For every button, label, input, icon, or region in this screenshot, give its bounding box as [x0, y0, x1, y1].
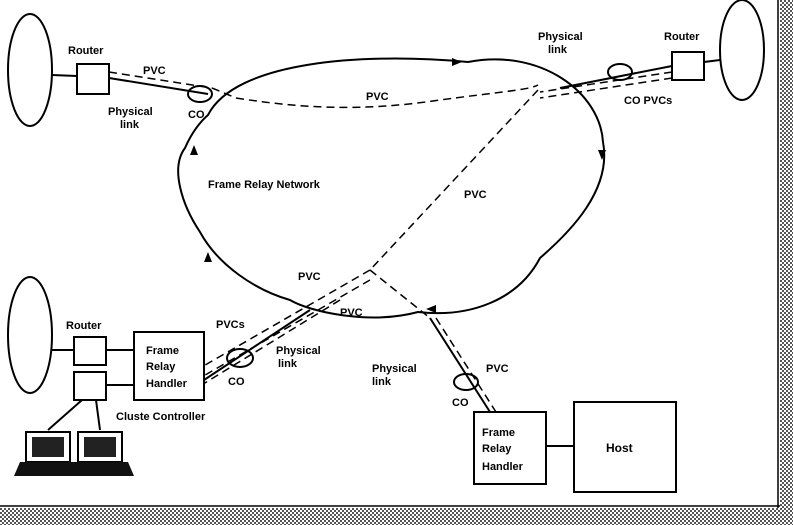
co-top-left	[187, 85, 213, 103]
lan-router-link-tr	[703, 59, 721, 63]
pvc-lower-c	[199, 299, 341, 387]
pvc-bm-label: PVC	[486, 363, 509, 375]
pvc-line-tr-b	[539, 77, 673, 99]
pvc-tl-label: PVC	[143, 65, 166, 77]
frh-bl-label-1: Frame	[146, 345, 179, 357]
lan-router-link-tl	[51, 74, 78, 77]
pvc-line-bm	[435, 317, 497, 413]
physical-bl-label-1: Physical	[276, 345, 321, 357]
frame-relay-cloud	[177, 57, 606, 319]
frame-relay-handler-right	[473, 411, 547, 485]
frame-border-right	[780, 0, 793, 525]
network-name-label: Frame Relay Network	[208, 179, 321, 191]
pvc-lower-a	[199, 269, 371, 369]
router-top-right	[671, 51, 705, 81]
frame-relay-handler-left	[133, 331, 205, 401]
physical-link-bm	[429, 317, 491, 413]
host-label: Host	[606, 441, 633, 455]
cloud-arrow-bottom	[426, 305, 436, 313]
physical-tr-label-1: Physical	[538, 31, 583, 43]
pvc-center-top-label: PVC	[366, 91, 389, 103]
pvc-top-cross	[235, 84, 539, 109]
frh-bl-label-2: Relay	[146, 361, 176, 373]
physical-bm-label-2: link	[372, 376, 392, 388]
co-pvcs-tr-label: CO PVCs	[624, 95, 672, 107]
physical-link-bl	[203, 309, 311, 381]
pvc-lower-2-label: PVC	[340, 307, 363, 319]
physical-tr-label-2: link	[548, 44, 568, 56]
cluster-controller-label: Cluste Controller	[116, 411, 206, 423]
co-bl-label: CO	[228, 376, 245, 388]
terminal-link-1	[47, 399, 83, 431]
frh-br-label-3: Handler	[482, 461, 524, 473]
physical-tl-label-1: Physical	[108, 106, 153, 118]
lan-top-left	[7, 13, 53, 127]
router-bl-label: Router	[66, 320, 102, 332]
lan-top-right	[719, 0, 765, 101]
frh-bl-label-3: Handler	[146, 378, 188, 390]
co-top-right	[607, 63, 633, 81]
pvc-lower-1-label: PVC	[298, 271, 321, 283]
pvc-line-tl-a	[108, 71, 213, 89]
physical-bm-label-1: Physical	[372, 363, 417, 375]
pvc-line-tr-a	[539, 71, 673, 93]
router-bottom-left	[73, 336, 107, 366]
cluster-controller	[73, 371, 107, 401]
pvc-center-to-host	[369, 269, 431, 319]
frame-border-bottom	[0, 508, 793, 525]
pvc-center-diagonal	[369, 89, 539, 271]
cloud-arrow-top	[452, 58, 462, 66]
pvc-center-right-label: PVC	[464, 189, 487, 201]
frh-br-label-2: Relay	[482, 443, 512, 455]
co-bottom-middle	[453, 373, 479, 391]
physical-bl-label-2: link	[278, 358, 298, 370]
cloud-arrow-left	[204, 252, 212, 262]
lan-bottom-left	[7, 276, 53, 394]
frh-br-label-1: Frame	[482, 427, 515, 439]
physical-tl-label-2: link	[120, 119, 140, 131]
co-bottom-left	[226, 348, 254, 368]
cloud-arrow-right	[598, 150, 606, 160]
router-tr-label: Router	[664, 31, 700, 43]
co-tl-label: CO	[188, 109, 205, 121]
physical-link-tr	[559, 65, 673, 89]
physical-link-tl	[108, 77, 209, 95]
pvc-line-tl-b	[211, 87, 237, 99]
host	[573, 401, 677, 493]
pvcs-bl-label: PVCs	[216, 319, 245, 331]
cloud-arrow-left-upper	[190, 145, 198, 155]
terminal-2	[66, 431, 134, 476]
router-top-left	[76, 63, 110, 95]
terminal-1	[14, 431, 82, 476]
co-bm-label: CO	[452, 397, 469, 409]
router-tl-label: Router	[68, 45, 104, 57]
terminal-link-2	[95, 399, 101, 431]
